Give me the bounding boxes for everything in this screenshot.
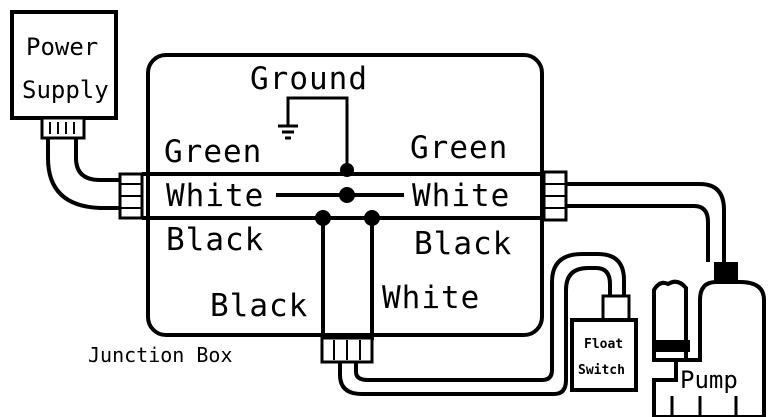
power-supply-label-line1: Power: [26, 33, 98, 61]
right-white-label: White: [412, 178, 510, 214]
power-supply-label-line2: Supply: [22, 76, 109, 104]
right-black-label: Black: [414, 226, 512, 262]
ground-symbol: Ground: [250, 61, 368, 164]
lower-white-label: White: [382, 280, 480, 316]
conduit-float-switch: [320, 252, 626, 396]
float-switch-label-line2: Switch: [578, 363, 625, 378]
conduit-pump: [542, 170, 726, 262]
conduit-power: [40, 116, 144, 220]
left-black-label: Black: [166, 222, 264, 258]
pump: Pump: [652, 262, 766, 417]
float-switch: Float Switch: [570, 294, 638, 392]
lower-black-label: Black: [210, 288, 308, 324]
right-green-label: Green: [410, 130, 508, 166]
junction-box-label: Junction Box: [88, 343, 233, 367]
ground-label: Ground: [250, 61, 368, 97]
power-supply-box: Power Supply: [10, 10, 118, 120]
left-white-label: White: [166, 178, 264, 214]
float-switch-label-line1: Float: [584, 337, 623, 352]
left-green-label: Green: [164, 134, 262, 170]
pump-label: Pump: [680, 366, 738, 394]
